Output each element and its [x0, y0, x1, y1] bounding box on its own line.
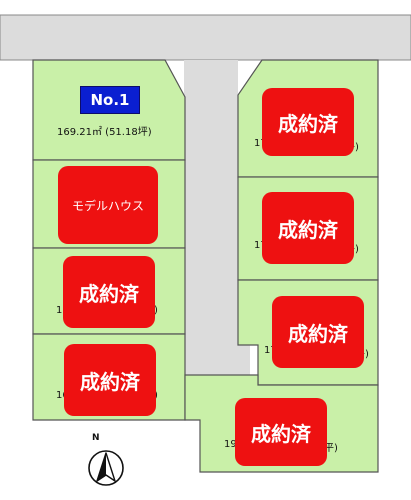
road-shaft	[184, 60, 250, 375]
lot-left-3-area-prefix: 16	[56, 305, 69, 316]
lot-right-3-sold-badge: 成約済	[272, 296, 364, 368]
lot-bottom-area-prefix: 19	[224, 439, 237, 450]
lot-number-badge: No.1	[80, 86, 140, 114]
lot-left-3-sold-badge: 成約済	[63, 256, 155, 328]
north-arrow-icon	[88, 450, 124, 486]
lot-left-4-sold-badge: 成約済	[64, 344, 156, 416]
lot-right-3-area-prefix: 17	[264, 345, 277, 356]
lot-right-2-area-prefix: 17	[254, 240, 267, 251]
lot-1-area: 169.21㎡ (51.18坪)	[57, 127, 152, 138]
model-house-badge: モデルハウス	[58, 166, 158, 244]
lot-left-3-area-suffix: )	[154, 305, 158, 316]
compass-label: N	[92, 433, 100, 443]
road-top	[0, 14, 411, 61]
lot-bottom-sold-badge: 成約済	[235, 398, 327, 466]
lot-left-4-area-prefix: 16	[56, 390, 69, 401]
lot-right-1-sold-badge: 成約済	[262, 88, 354, 156]
lot-right-2-sold-badge: 成約済	[262, 192, 354, 264]
lot-bottom-area-suffix: 平)	[324, 443, 338, 454]
lot-right-1-area-prefix: 17	[254, 138, 267, 149]
